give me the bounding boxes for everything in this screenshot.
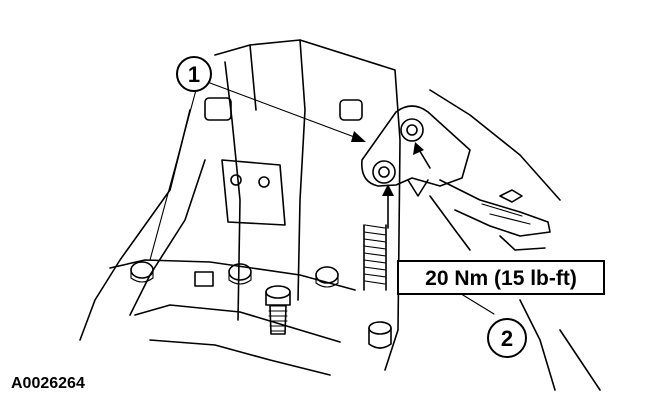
shift-linkage <box>429 179 551 251</box>
bolt-head <box>130 261 154 283</box>
plug-pin <box>368 321 392 349</box>
callout-2-label: 2 <box>501 326 513 351</box>
callout-1-label: 1 <box>188 62 200 87</box>
torque-spec-text: 20 Nm (15 lb-ft) <box>425 267 577 290</box>
threaded-stud <box>265 285 291 335</box>
bolt-head <box>228 263 252 285</box>
bolt-head <box>315 266 339 288</box>
callout-leaders <box>149 82 495 315</box>
figure-id: A0026264 <box>11 375 85 392</box>
shift-bracket <box>361 105 471 197</box>
flange-bolts <box>130 261 339 288</box>
torque-spec-box: 20 Nm (15 lb-ft) <box>397 260 605 295</box>
callout-2: 2 <box>487 318 527 358</box>
return-spring <box>363 224 387 291</box>
callout-1: 1 <box>176 56 212 92</box>
transmission-housing <box>79 39 601 391</box>
